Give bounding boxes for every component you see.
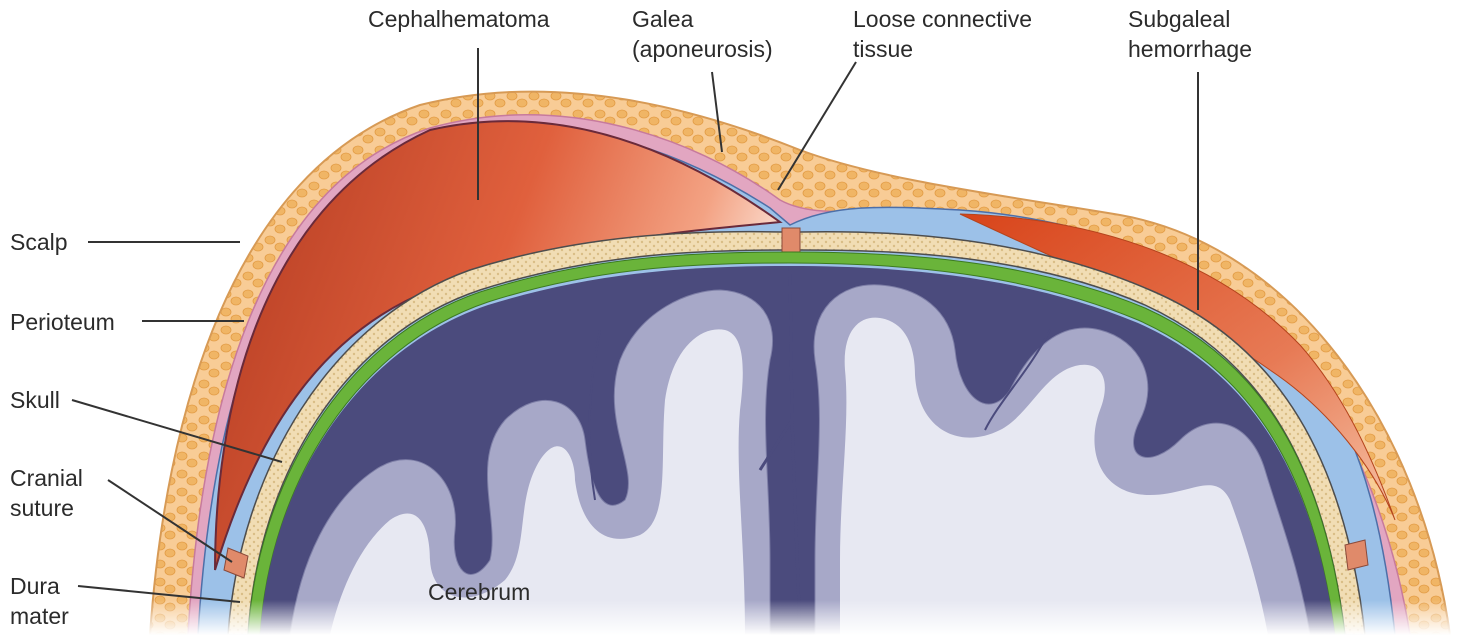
leader-skull (71, 399, 283, 463)
leader-lines (71, 48, 1199, 603)
label-dura-mater: Dura mater (10, 573, 69, 629)
leader-loose-connective (777, 61, 857, 191)
label-scalp: Scalp (10, 229, 68, 255)
cephalhematoma-region (214, 120, 783, 571)
cranial-suture-left (223, 547, 249, 579)
brain-white-right (840, 317, 1268, 635)
brain-white-left (330, 329, 745, 635)
label-loose-connective-tissue: Loose connective tissue (853, 6, 1033, 62)
bottom-fade (0, 600, 1458, 635)
label-cephalhematoma: Cephalhematoma (368, 6, 550, 32)
leader-galea (711, 71, 723, 153)
sulcus-line-3 (984, 329, 1051, 431)
dura-mater-layer (247, 251, 1346, 635)
label-cerebrum: Cerebrum (428, 579, 531, 605)
label-galea: Galea (aponeurosis) (632, 6, 773, 62)
leader-dura-mater (77, 585, 241, 603)
sulcus-line-1 (588, 329, 601, 501)
label-skull: Skull (10, 387, 60, 413)
cranial-suture-top (781, 227, 801, 253)
label-cranial-suture: Cranial suture (10, 465, 83, 521)
sulcus-line-2 (758, 265, 802, 635)
label-subgaleal-hemorrhage: Subgaleal hemorrhage (1128, 6, 1253, 62)
label-periosteum: Perioteum (10, 309, 115, 335)
leader-cranial-suture (107, 479, 233, 563)
cranial-suture-right (1344, 539, 1369, 571)
